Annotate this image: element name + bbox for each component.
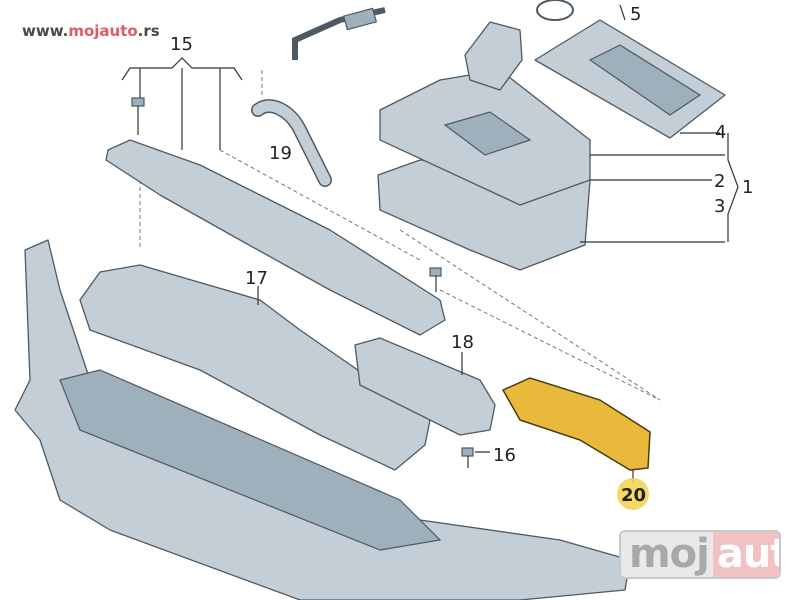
pipe-connector: [342, 7, 378, 31]
carrier-beam: [59, 369, 442, 551]
guide-line: [139, 70, 661, 401]
callout-1: 1: [742, 177, 753, 198]
callout-17: 17: [245, 268, 268, 289]
o-ring: [536, 0, 574, 21]
bolt-icon: [131, 97, 145, 135]
filter-grid: [443, 111, 532, 156]
hose-fill: [252, 100, 331, 186]
callout-3: 3: [714, 196, 725, 217]
part-20-air-guide: [501, 377, 651, 471]
callout-20: 20: [621, 485, 646, 506]
bolt-icon: [429, 267, 442, 292]
part-15-cover-plate: [105, 139, 446, 336]
part-17-channel: [79, 264, 431, 471]
callout-18: 18: [451, 332, 474, 353]
filter-pleats: [588, 44, 702, 116]
leader-lines-1-4: [580, 4, 739, 243]
callout-5: 5: [630, 4, 641, 25]
callout-20-badge: [617, 478, 649, 510]
callout-4: 4: [715, 122, 726, 143]
part-18-duct: [354, 337, 496, 436]
intake-neck: [464, 21, 523, 91]
callout-16: 16: [493, 445, 516, 466]
callout-2: 2: [714, 171, 725, 192]
callout-15: 15: [170, 34, 193, 55]
bracket-15: [121, 57, 243, 150]
website-watermark: www.mojauto.rs: [22, 22, 160, 40]
lock-carrier-frame: [14, 239, 631, 600]
bolt-icon: [461, 447, 490, 468]
mojauto-logo: mojauto: [619, 530, 781, 579]
callout-19: 19: [269, 143, 292, 164]
